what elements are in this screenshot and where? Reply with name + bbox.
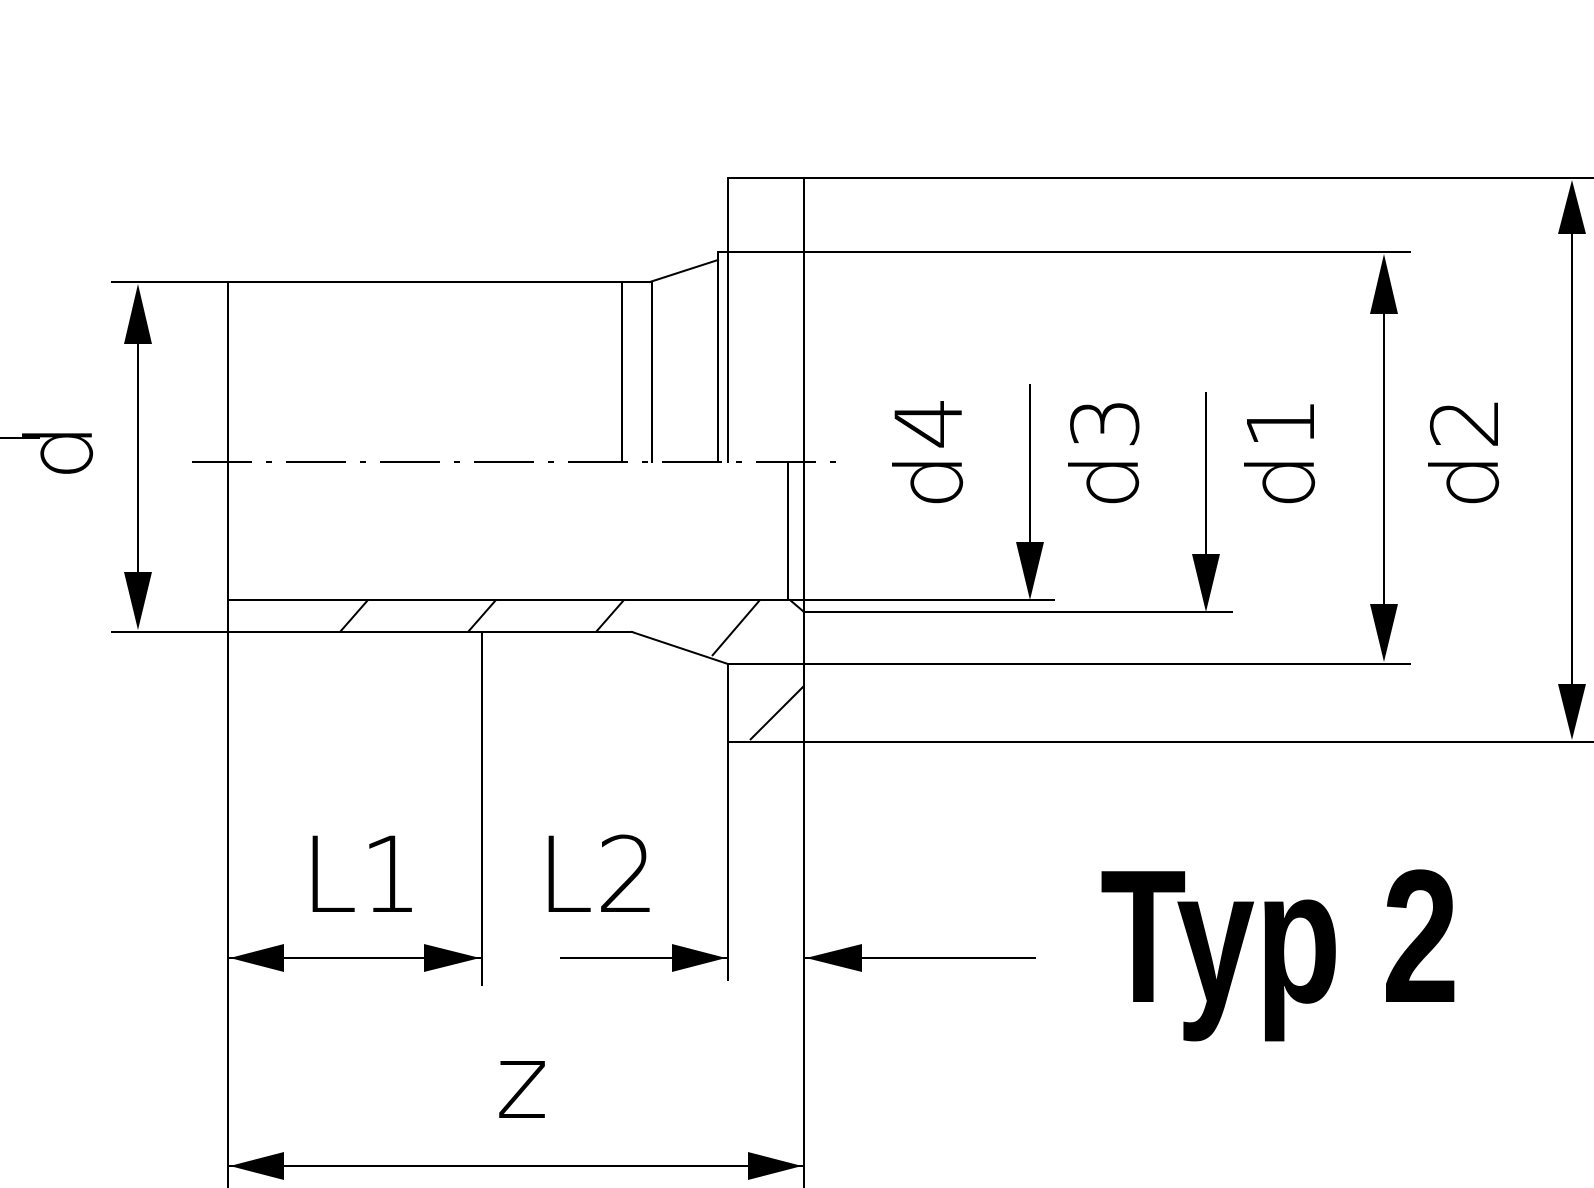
section-hatching (339, 599, 805, 741)
dimension-z (228, 1152, 804, 1180)
label-d: d (7, 423, 114, 481)
label-L1: L1 (300, 815, 424, 937)
label-d2: d2 (1413, 394, 1520, 511)
spigot-outline (111, 258, 1233, 1188)
dimension-d (0, 284, 152, 630)
dimension-d1-span (1370, 254, 1398, 662)
label-L2: L2 (536, 815, 660, 937)
flange-outline (717, 177, 1594, 1188)
dimension-L1-L2 (228, 944, 1036, 972)
label-d1: d1 (1229, 394, 1336, 511)
label-d3: d3 (1053, 394, 1160, 511)
dimension-d3 (1016, 384, 1044, 600)
dimension-d2 (1558, 180, 1586, 740)
label-d4: d4 (877, 394, 984, 511)
label-z: z (495, 1021, 550, 1143)
dimension-d1 (1192, 392, 1220, 612)
type-label: Typ 2 (1100, 831, 1460, 1043)
